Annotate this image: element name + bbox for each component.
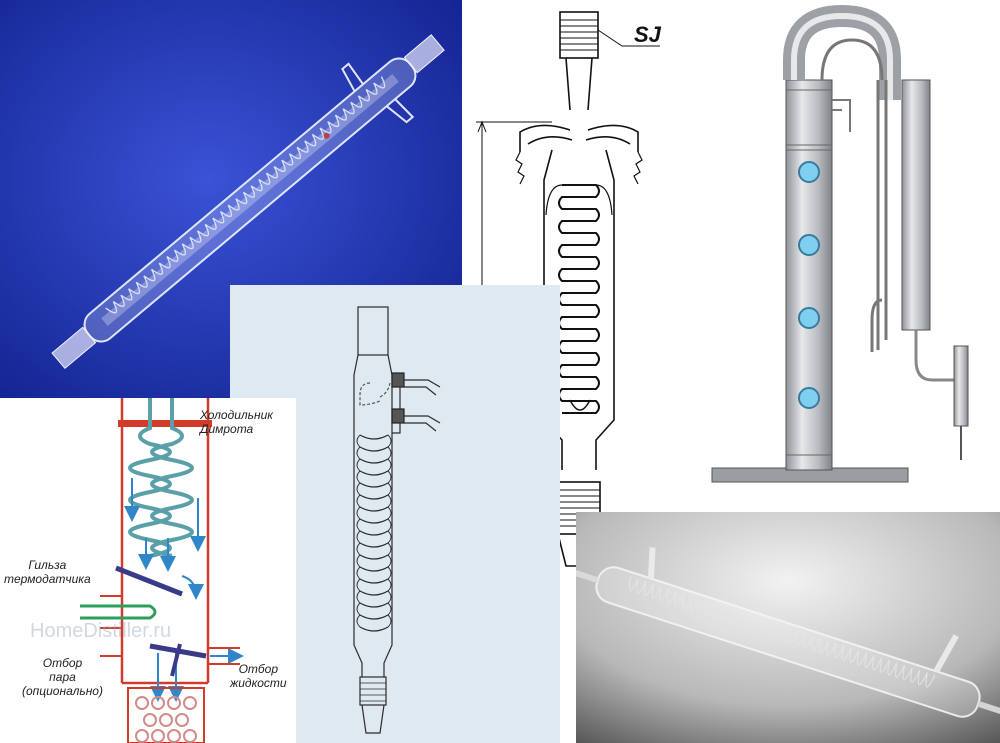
photo-grey-condenser: [576, 512, 1000, 743]
label-thermo-sleeve: Гильза термодатчика: [4, 558, 91, 586]
sj-top-label: SJ: [634, 22, 661, 47]
label-dimroth: Холодильник Димрота: [200, 408, 273, 436]
schematic-panel: Холодильник Димрота Гильза термодатчика …: [0, 398, 296, 743]
label-vapor-takeoff: Отбор пара (опционально): [22, 656, 103, 698]
watermark: HomeDistiller.ru: [30, 620, 172, 642]
label-liquid-takeoff: Отбор жидкости: [230, 662, 287, 690]
steel-column-panel: [682, 0, 1000, 512]
